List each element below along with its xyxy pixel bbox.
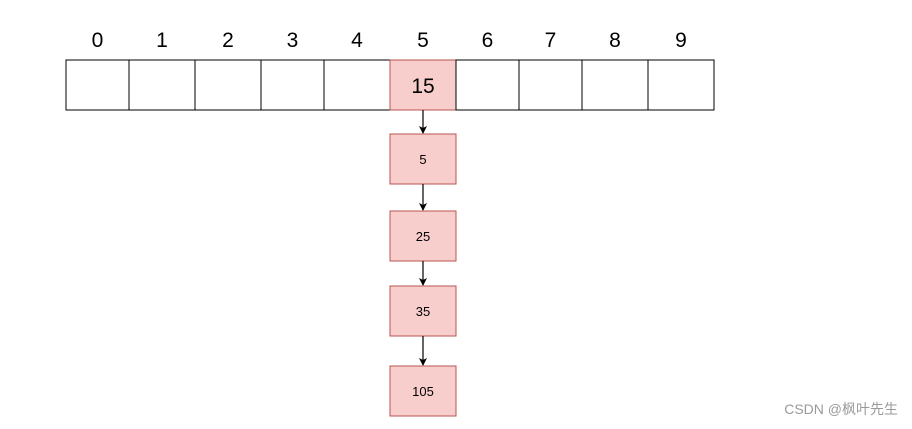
chain-node-label-35: 35 — [416, 304, 430, 319]
index-label-3: 3 — [287, 29, 299, 52]
index-label-8: 8 — [609, 29, 621, 52]
chain-node-label-105: 105 — [412, 384, 434, 399]
bucket-cell-5 — [389, 59, 457, 111]
index-label-5: 5 — [417, 29, 429, 52]
bucket-cell-0 — [65, 59, 130, 111]
bucket-cell-1 — [128, 59, 196, 111]
chain-node-label-5: 5 — [419, 152, 426, 167]
index-label-7: 7 — [545, 29, 557, 52]
index-label-0: 0 — [92, 29, 104, 52]
bucket-cell-9 — [647, 59, 715, 111]
chain-node-105 — [389, 365, 457, 417]
index-label-6: 6 — [482, 29, 494, 52]
bucket-cell-8 — [581, 59, 649, 111]
linked-chain: 5 25 35 105 — [389, 110, 457, 417]
chain-node-25 — [389, 210, 457, 262]
bucket-value-5: 15 — [411, 75, 434, 98]
watermark: CSDN @枫叶先生 — [784, 401, 898, 417]
chain-node-label-25: 25 — [416, 229, 430, 244]
bucket-cell-2 — [194, 59, 262, 111]
bucket-array: 15 — [65, 59, 715, 111]
bucket-cell-7 — [518, 59, 583, 111]
chain-node-5 — [389, 133, 457, 185]
index-label-9: 9 — [675, 29, 687, 52]
bucket-cell-6 — [455, 59, 520, 111]
index-label-2: 2 — [222, 29, 234, 52]
index-label-4: 4 — [351, 29, 363, 52]
index-labels: 0 1 2 3 4 5 6 7 8 9 — [92, 29, 687, 52]
bucket-cell-4 — [323, 59, 391, 111]
bucket-cell-3 — [260, 59, 325, 111]
index-label-1: 1 — [156, 29, 168, 52]
